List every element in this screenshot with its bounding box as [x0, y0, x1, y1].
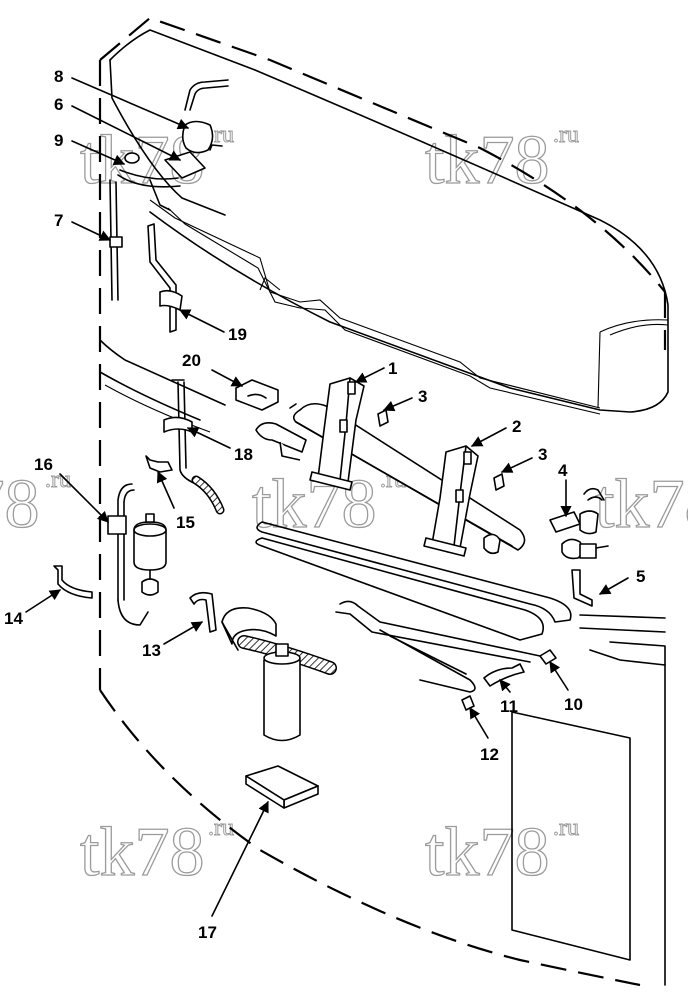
bracket-14 — [53, 565, 93, 599]
callout-4: 4 — [558, 461, 568, 480]
bracket-19 — [147, 223, 183, 333]
clip-3b — [493, 473, 505, 491]
strap-13 — [189, 591, 217, 633]
callout-16: 16 — [34, 455, 53, 474]
callout-5: 5 — [636, 567, 645, 586]
drip-tray-17 — [245, 765, 319, 809]
svg-text:tk78: tk78 — [595, 466, 688, 543]
watermark-layer: tk78 .ru tk78 .ru tk78 .ru tk78 .ru tk78… — [0, 121, 688, 891]
callout-3a: 3 — [418, 387, 427, 406]
leader-lines — [25, 77, 629, 917]
filter-canister — [221, 606, 337, 742]
clip-15 — [145, 455, 173, 473]
callout-8: 8 — [54, 67, 63, 86]
callout-labels: 8 6 9 7 19 20 18 15 16 14 13 17 1 3 2 3 … — [4, 67, 645, 942]
callout-14: 14 — [4, 609, 23, 628]
svg-text:tk78: tk78 — [425, 814, 549, 891]
bracket-5 — [571, 569, 593, 607]
callout-10: 10 — [564, 695, 583, 714]
clip-10 — [539, 649, 557, 665]
svg-text:tk78: tk78 — [80, 814, 204, 891]
callout-12: 12 — [480, 745, 499, 764]
callout-3b: 3 — [538, 445, 547, 464]
callout-11: 11 — [500, 697, 518, 716]
bracket-1 — [309, 377, 365, 491]
drier-assembly — [107, 483, 167, 626]
watermark: tk78 .ru — [251, 465, 406, 543]
svg-text:.ru: .ru — [553, 815, 579, 841]
callout-19: 19 — [228, 325, 247, 344]
clip-12 — [461, 695, 475, 711]
clamp-20 — [235, 379, 279, 411]
callout-20: 20 — [182, 351, 201, 370]
callout-18: 18 — [234, 445, 253, 464]
callout-13: 13 — [142, 641, 161, 660]
callout-1: 1 — [388, 359, 397, 378]
callout-15: 15 — [176, 513, 195, 532]
cabinet-outline — [98, 16, 667, 987]
callout-17: 17 — [198, 923, 217, 942]
callout-6: 6 — [54, 95, 63, 114]
top-panel — [109, 29, 669, 415]
watermark: tk78 .ru — [424, 813, 579, 891]
bracket-2 — [423, 445, 479, 557]
watermark: tk78 — [594, 465, 688, 543]
watermark: tk78 .ru — [0, 465, 72, 543]
svg-text:.ru: .ru — [553, 122, 579, 148]
body-panels — [99, 339, 666, 986]
watermark: tk78 .ru — [79, 813, 234, 891]
clip-11 — [483, 663, 525, 687]
clip-3a — [377, 409, 389, 427]
tube-18 — [163, 379, 225, 515]
svg-text:tk78: tk78 — [0, 466, 39, 543]
callout-2: 2 — [512, 417, 521, 436]
callout-9: 9 — [54, 131, 63, 150]
callout-7: 7 — [54, 211, 63, 230]
evaporator-coil — [255, 521, 572, 693]
